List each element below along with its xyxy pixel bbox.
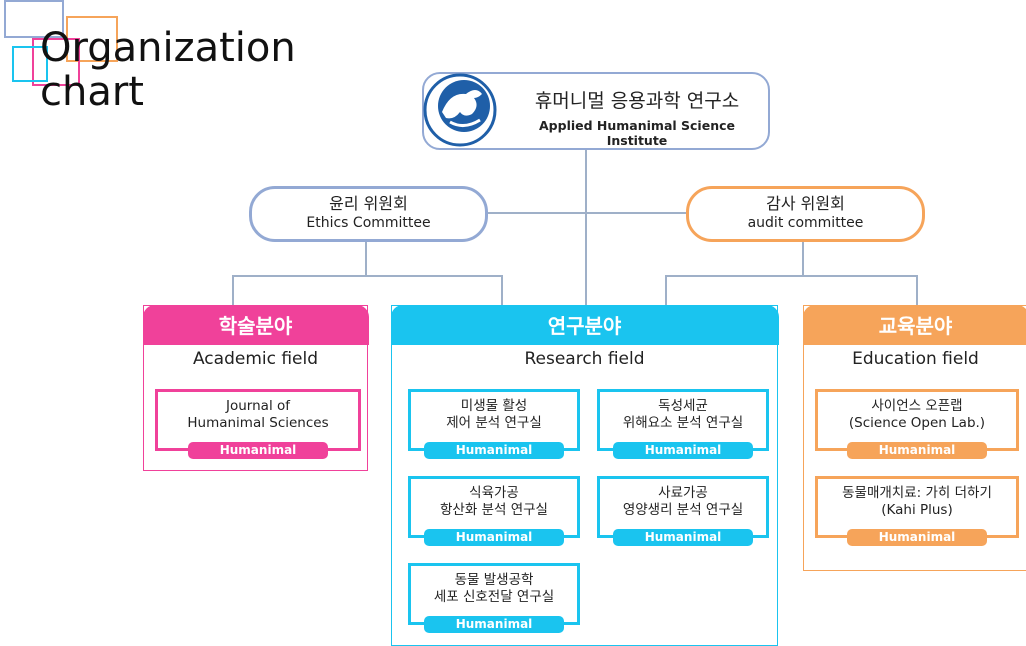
- unit-line1: 독성세균: [600, 398, 766, 415]
- research-field-subtitle: Research field: [392, 349, 777, 369]
- humanimal-tag: Humanimal: [188, 442, 328, 459]
- connector-audit-down: [802, 237, 804, 275]
- education-field-subtitle: Education field: [804, 349, 1026, 369]
- humanimal-tag: Humanimal: [613, 529, 753, 546]
- unit-line2: 항산화 분석 연구실: [411, 502, 577, 519]
- research-field-header: 연구분야: [391, 305, 779, 345]
- audit-committee-en: audit committee: [689, 214, 922, 232]
- institute-logo-icon: [420, 72, 500, 148]
- humanimal-tag: Humanimal: [424, 616, 564, 633]
- unit-line1: 동물 발생공학: [411, 572, 577, 589]
- academic-field-subtitle: Academic field: [144, 349, 367, 369]
- humanimal-tag: Humanimal: [847, 529, 987, 546]
- institute-box: 휴머니멀 응용과학 연구소 Applied Humanimal Science …: [422, 72, 770, 150]
- institute-name-en: Applied Humanimal Science Institute: [514, 118, 760, 148]
- ethics-committee-en: Ethics Committee: [252, 214, 485, 232]
- humanimal-tag: Humanimal: [613, 442, 753, 459]
- audit-committee: 감사 위원회 audit committee: [686, 186, 925, 242]
- unit-line2: (Science Open Lab.): [818, 415, 1016, 432]
- unit-line2: 세포 신호전달 연구실: [411, 589, 577, 606]
- connector-main-vertical: [585, 146, 587, 306]
- ethics-committee: 윤리 위원회 Ethics Committee: [249, 186, 488, 242]
- unit-line2: 위해요소 분석 연구실: [600, 415, 766, 432]
- unit-line2: (Kahi Plus): [818, 502, 1016, 519]
- unit-line2: Humanimal Sciences: [158, 415, 358, 432]
- unit-line1: Journal of: [158, 398, 358, 415]
- unit-line1: 사료가공: [600, 485, 766, 502]
- connector-ethics-down: [365, 237, 367, 275]
- unit-line1: 식육가공: [411, 485, 577, 502]
- humanimal-tag: Humanimal: [424, 442, 564, 459]
- education-unit-open-lab: 사이언스 오픈랩(Science Open Lab.) Humanimal: [815, 389, 1019, 451]
- unit-line2: 제어 분석 연구실: [411, 415, 577, 432]
- connector-ethics-left-drop: [232, 275, 234, 305]
- connector-ethics-right-drop: [501, 275, 503, 305]
- connector-committee-horizontal: [482, 212, 688, 214]
- unit-line1: 사이언스 오픈랩: [818, 398, 1016, 415]
- unit-line1: 미생물 활성: [411, 398, 577, 415]
- connector-audit-right-drop: [916, 275, 918, 305]
- unit-line1: 동물매개치료: 가히 더하기: [818, 485, 1016, 502]
- education-field-header: 교육분야: [803, 305, 1026, 345]
- connector-ethics-branch: [232, 275, 502, 277]
- page-title-line2: chart: [40, 70, 296, 114]
- academic-field-header: 학술분야: [143, 305, 369, 345]
- unit-line2: 영양생리 분석 연구실: [600, 502, 766, 519]
- connector-audit-branch: [665, 275, 917, 277]
- page-title-line1: Organization: [40, 26, 296, 70]
- humanimal-tag: Humanimal: [424, 529, 564, 546]
- page-title: Organization chart: [40, 26, 296, 114]
- ethics-committee-ko: 윤리 위원회: [252, 194, 485, 214]
- humanimal-tag: Humanimal: [847, 442, 987, 459]
- audit-committee-ko: 감사 위원회: [689, 194, 922, 214]
- institute-name-ko: 휴머니멀 응용과학 연구소: [514, 86, 760, 113]
- connector-audit-left-drop: [665, 275, 667, 305]
- education-unit-kahi-plus: 동물매개치료: 가히 더하기(Kahi Plus) Humanimal: [815, 476, 1019, 538]
